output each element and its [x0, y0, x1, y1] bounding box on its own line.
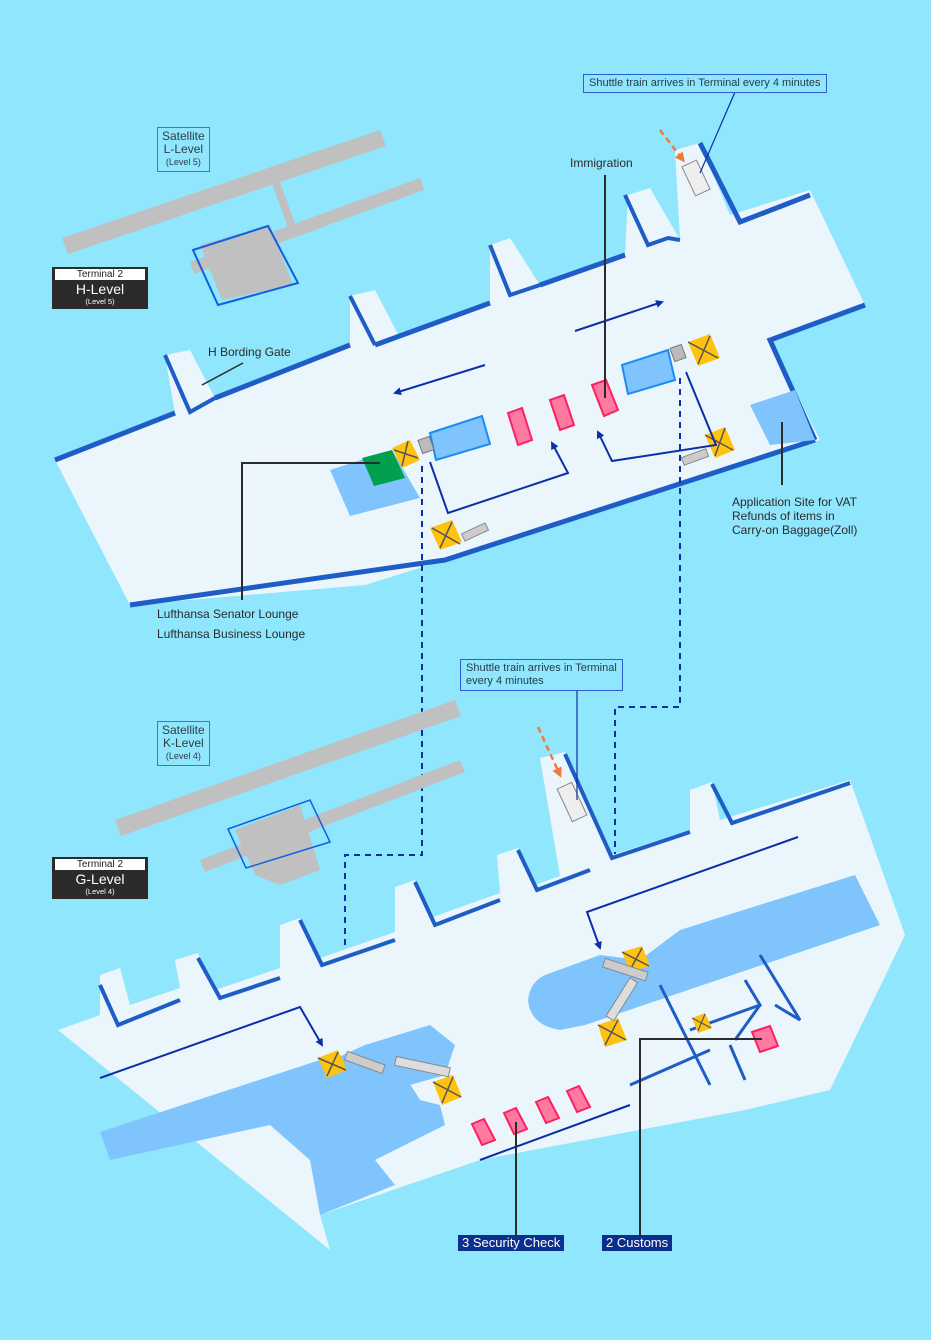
level-name: G-Level — [75, 871, 125, 887]
satellite-level: L-Level — [163, 142, 204, 156]
terminal-label: Terminal 2 — [55, 859, 145, 870]
shuttle-arrival-arrow — [659, 129, 685, 163]
shuttle-train-icon — [681, 159, 711, 197]
direction-arrow-left — [393, 364, 486, 396]
elevator-icon — [392, 440, 420, 468]
h-light-block-1 — [428, 414, 492, 462]
elevator-icon — [691, 1013, 712, 1033]
satellite-title: Satellite — [162, 129, 205, 143]
vat-refund-area — [750, 390, 815, 445]
escalator-icon — [605, 977, 639, 1022]
elevator-icon — [430, 520, 462, 550]
g-level-badge: Terminal 2 G-Level (Level 4) — [52, 857, 148, 899]
customs-leader — [639, 1038, 762, 1236]
h-shuttle-note: Shuttle train arrives in Terminal every … — [583, 74, 827, 93]
h-level-floor — [54, 141, 866, 608]
elevator-icon — [597, 1018, 627, 1047]
lounge-leader — [241, 462, 380, 600]
customs-walls — [629, 954, 802, 1087]
satellite-sublevel: (Level 4) — [165, 751, 201, 761]
escalator-icon — [393, 1055, 451, 1078]
level-sublevel: (Level 4) — [85, 887, 115, 896]
satellite-l-highlight — [191, 224, 300, 307]
route-line — [585, 836, 799, 950]
satellite-l-label: Satellite L-Level (Level 5) — [157, 127, 210, 172]
elevator-icon — [687, 334, 720, 366]
lounge-green-area — [362, 450, 405, 486]
level-name: H-Level — [75, 281, 125, 297]
satellite-sublevel: (Level 5) — [165, 157, 201, 167]
customs-tag: 2 Customs — [602, 1235, 673, 1251]
escalator-icon — [669, 343, 687, 363]
satellite-title: Satellite — [162, 723, 205, 737]
boarding-gate-label: H Bording Gate — [208, 345, 291, 359]
escalator-icon — [417, 435, 435, 455]
shuttle-leader-line — [699, 91, 736, 174]
route-line — [597, 371, 718, 463]
level-sublevel: (Level 5) — [85, 297, 115, 306]
route-line — [99, 1005, 324, 1079]
g-shuttle-note: Shuttle train arrives in Terminal every … — [460, 659, 623, 691]
route-line — [429, 441, 570, 515]
shuttle-train-icon — [556, 781, 588, 823]
escalator-icon — [343, 1050, 386, 1075]
g-level-floor — [58, 752, 905, 1250]
elevator-icon — [432, 1075, 462, 1105]
vat-refund-label-1: Application Site for VAT — [732, 495, 857, 509]
shuttle-note-line-2: every 4 minutes — [466, 675, 544, 687]
route-line — [479, 1104, 631, 1161]
immigration-label: Immigration — [570, 156, 633, 170]
elevator-icon — [317, 1050, 347, 1078]
business-lounge-label: Lufthansa Business Lounge — [157, 627, 306, 641]
satellite-k-label: Satellite K-Level (Level 4) — [157, 721, 210, 766]
senator-lounge-label: Lufthansa Senator Lounge — [157, 607, 299, 621]
shuttle-note-line-1: Shuttle train arrives in Terminal — [466, 662, 617, 674]
shuttle-arrival-arrow — [536, 726, 562, 778]
escalator-icon — [460, 522, 490, 542]
escalator-icon — [680, 448, 710, 466]
customs-counter — [750, 1024, 780, 1054]
security-check-counters — [470, 1084, 592, 1147]
gate-leader — [201, 362, 244, 386]
vat-refund-label-3: Carry-on Baggage(Zoll) — [732, 523, 858, 537]
satellite-l-building — [62, 130, 424, 300]
elevator-icon — [621, 946, 650, 972]
terminal-label: Terminal 2 — [55, 269, 145, 280]
g-light-area-center — [332, 1025, 455, 1105]
satellite-k-highlight — [226, 799, 332, 869]
escalator-icon — [601, 957, 649, 982]
h-level-badge: Terminal 2 H-Level (Level 5) — [52, 267, 148, 309]
satellite-k-building — [115, 700, 465, 885]
vat-refund-label-2: Refunds of items in — [732, 509, 835, 523]
g-light-area-right — [528, 875, 880, 1030]
h-light-block-2 — [620, 348, 677, 396]
security-check-tag: 3 Security Check — [458, 1235, 565, 1251]
satellite-level: K-Level — [163, 736, 204, 750]
direction-arrow-right — [574, 300, 664, 332]
